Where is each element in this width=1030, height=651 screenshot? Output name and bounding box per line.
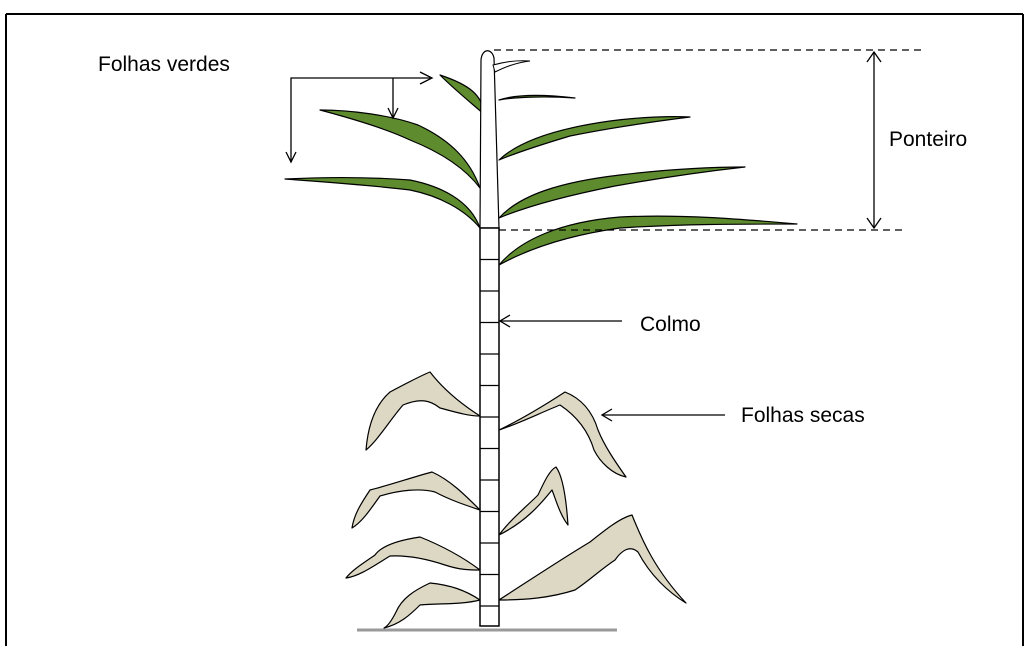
label-dry-leaves: Folhas secas xyxy=(741,404,865,427)
ponteiro-arrow xyxy=(867,52,881,228)
label-green-leaves: Folhas verdes xyxy=(98,53,230,76)
stalk-top xyxy=(480,51,499,228)
dry-leaf xyxy=(384,583,480,628)
dry-leaf xyxy=(499,467,568,535)
green-leaf xyxy=(320,110,480,188)
green-leaf xyxy=(440,75,485,115)
dry-leaf xyxy=(366,372,480,450)
stalk xyxy=(480,51,530,626)
green-leaf xyxy=(499,216,797,265)
dry-leaf xyxy=(499,515,686,603)
dry-leaf xyxy=(352,472,480,528)
figure-border xyxy=(6,14,1023,646)
green-leaves xyxy=(285,75,797,265)
dry-leaves-pointer xyxy=(602,409,725,421)
dry-leaf xyxy=(499,392,626,477)
stalk-tip-leaf xyxy=(493,61,530,72)
green-leaf xyxy=(499,117,690,160)
stalk-body xyxy=(480,228,499,626)
green-leaf xyxy=(499,95,575,100)
stalk-pointer xyxy=(500,315,622,327)
green-leaf xyxy=(499,167,745,218)
dry-leaf xyxy=(346,537,480,578)
label-top: Ponteiro xyxy=(889,128,967,151)
dry-leaves xyxy=(346,372,686,628)
label-stalk: Colmo xyxy=(640,313,701,336)
green-leaf xyxy=(285,178,480,228)
